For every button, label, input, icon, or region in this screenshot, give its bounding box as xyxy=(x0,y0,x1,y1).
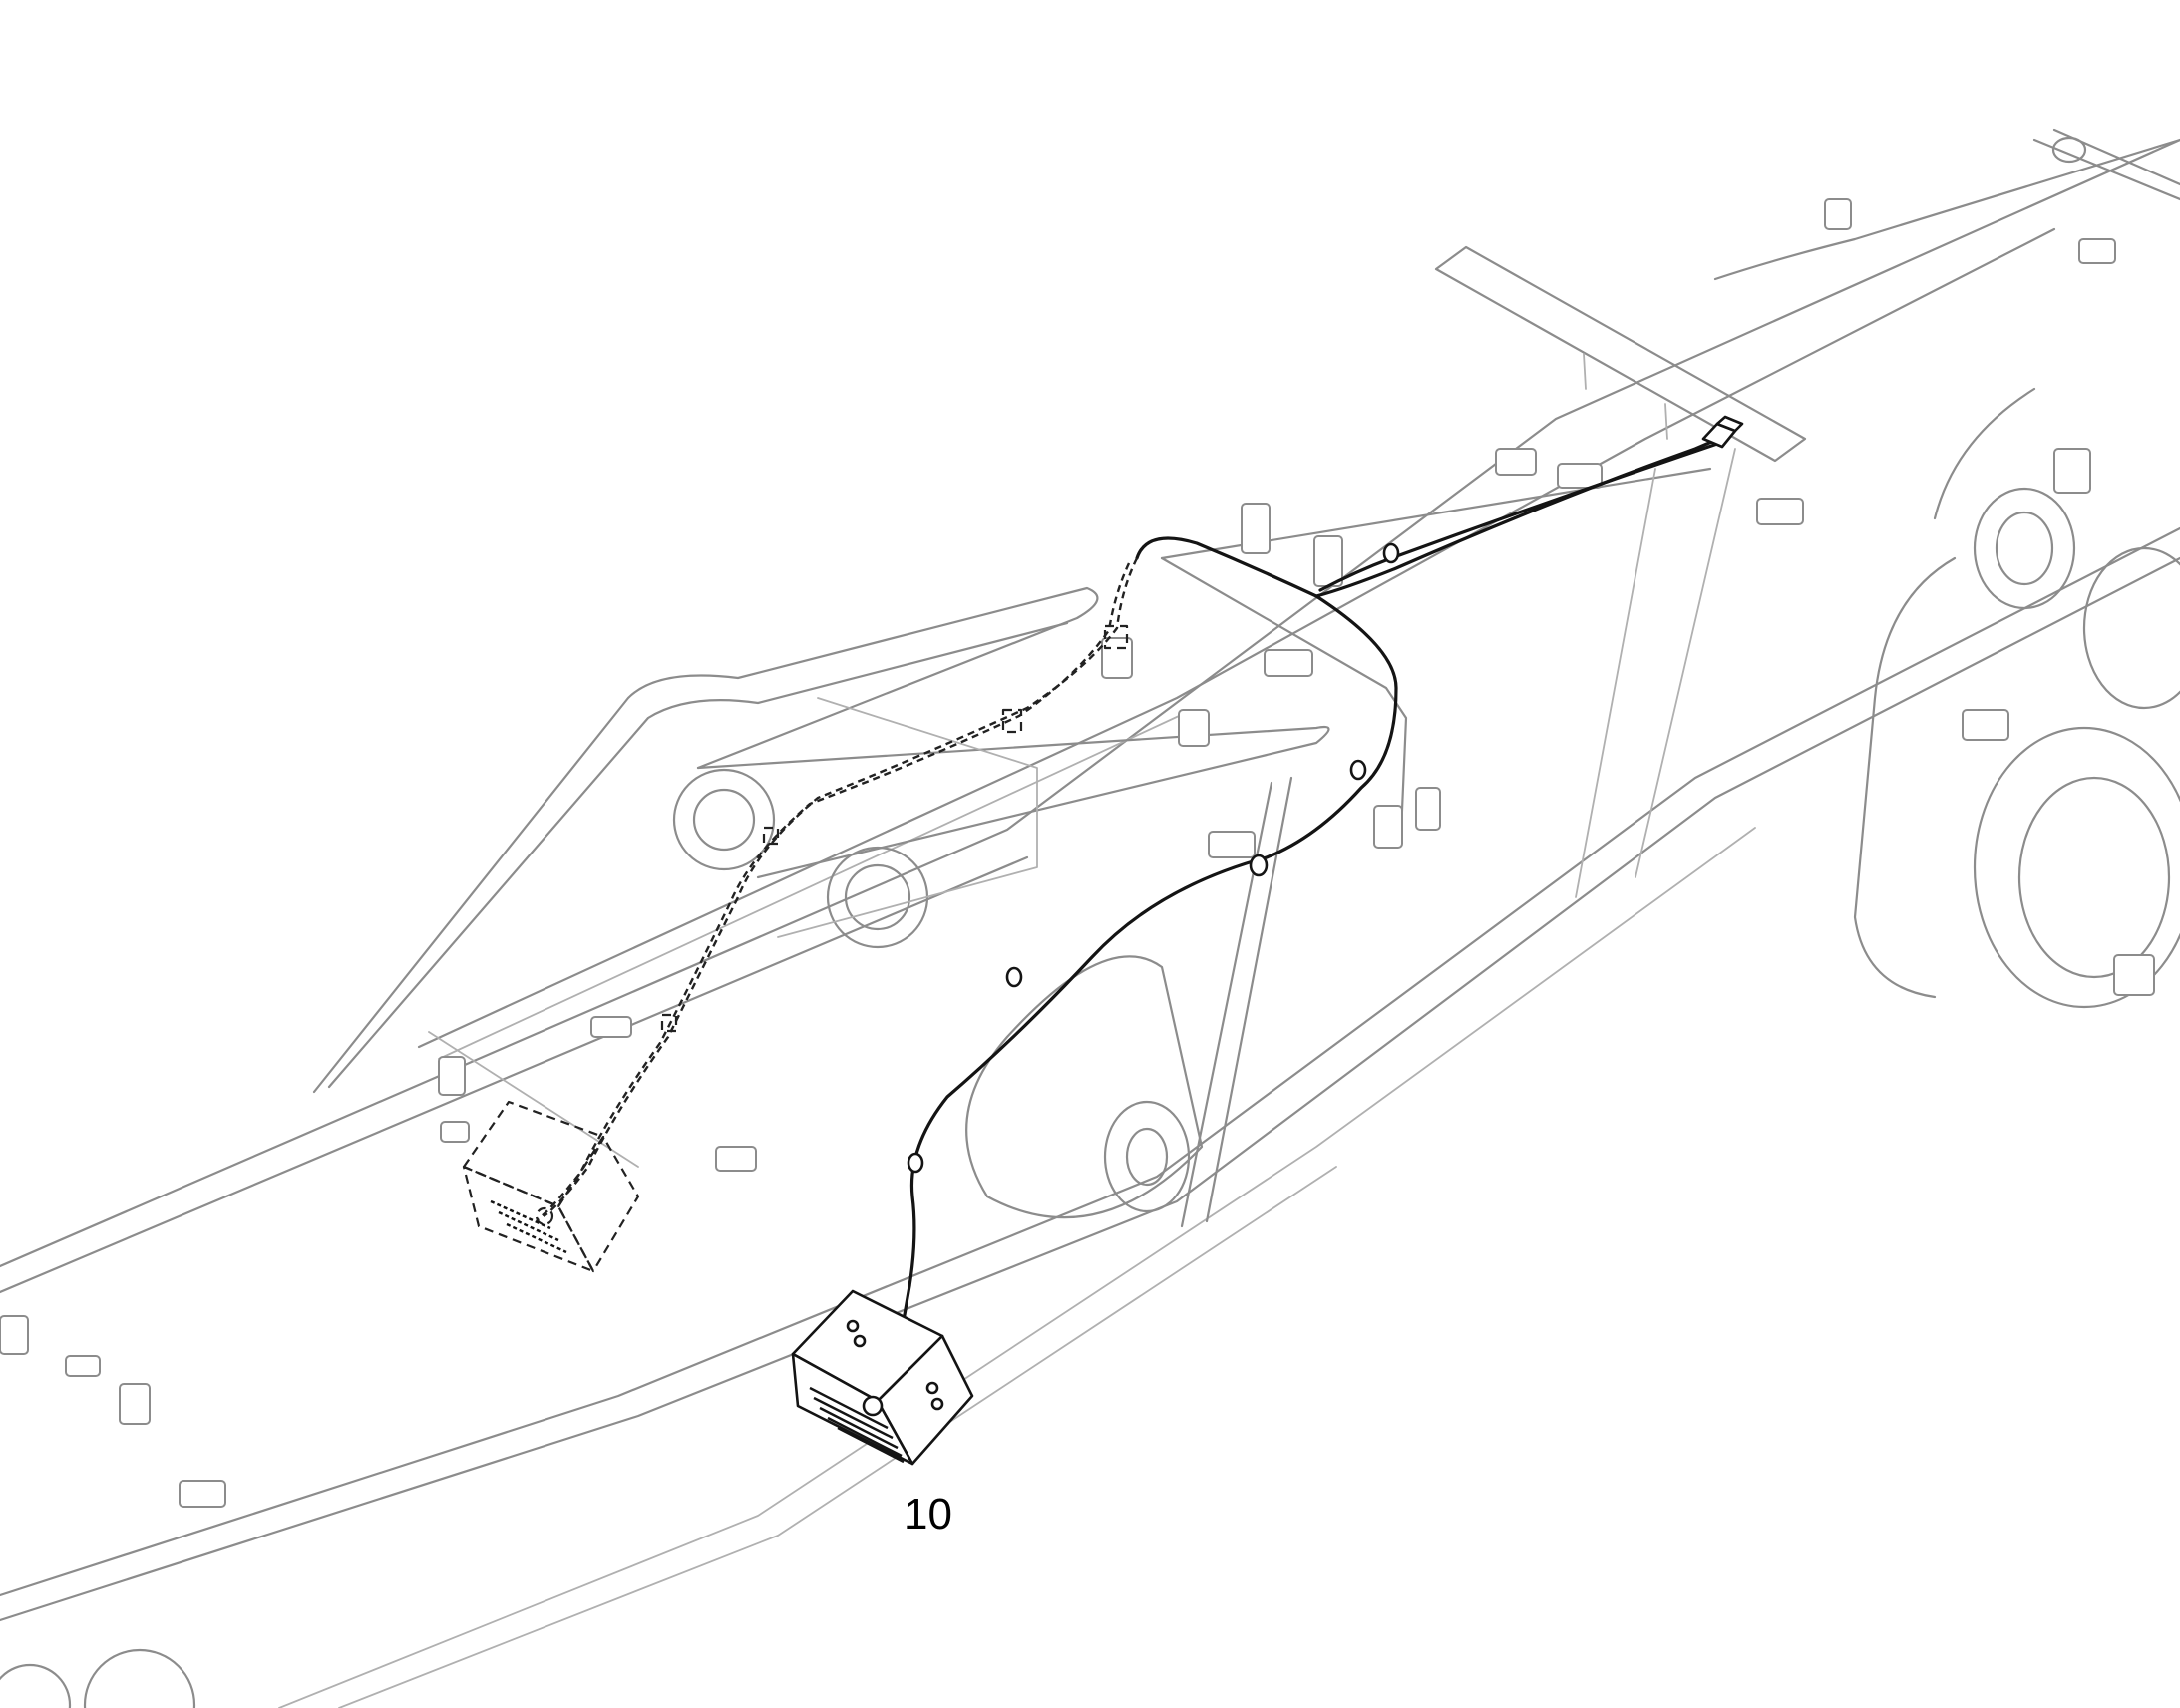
work-light-assembly xyxy=(791,1289,974,1466)
cable-clip xyxy=(907,1152,924,1174)
hidden-bracket xyxy=(1001,708,1023,734)
hidden-bracket xyxy=(660,1013,678,1033)
wiring-harness xyxy=(901,415,1744,1328)
cable-gland xyxy=(862,1395,884,1417)
cable-clip xyxy=(1249,854,1269,877)
cable-clip xyxy=(1382,542,1400,564)
light-grille xyxy=(809,1386,905,1464)
boom-structure xyxy=(0,128,2180,1708)
harness-connector xyxy=(1701,415,1744,449)
hidden-bracket xyxy=(1103,624,1129,650)
mounting-brackets xyxy=(0,198,2155,1508)
cable-clip xyxy=(1349,759,1367,781)
hidden-bracket xyxy=(762,826,780,846)
callout-10: 10 xyxy=(904,1490,952,1538)
light-housing-alt-position xyxy=(462,1100,640,1273)
hidden-harness-route xyxy=(462,557,1139,1273)
cable-clip xyxy=(1005,966,1023,988)
